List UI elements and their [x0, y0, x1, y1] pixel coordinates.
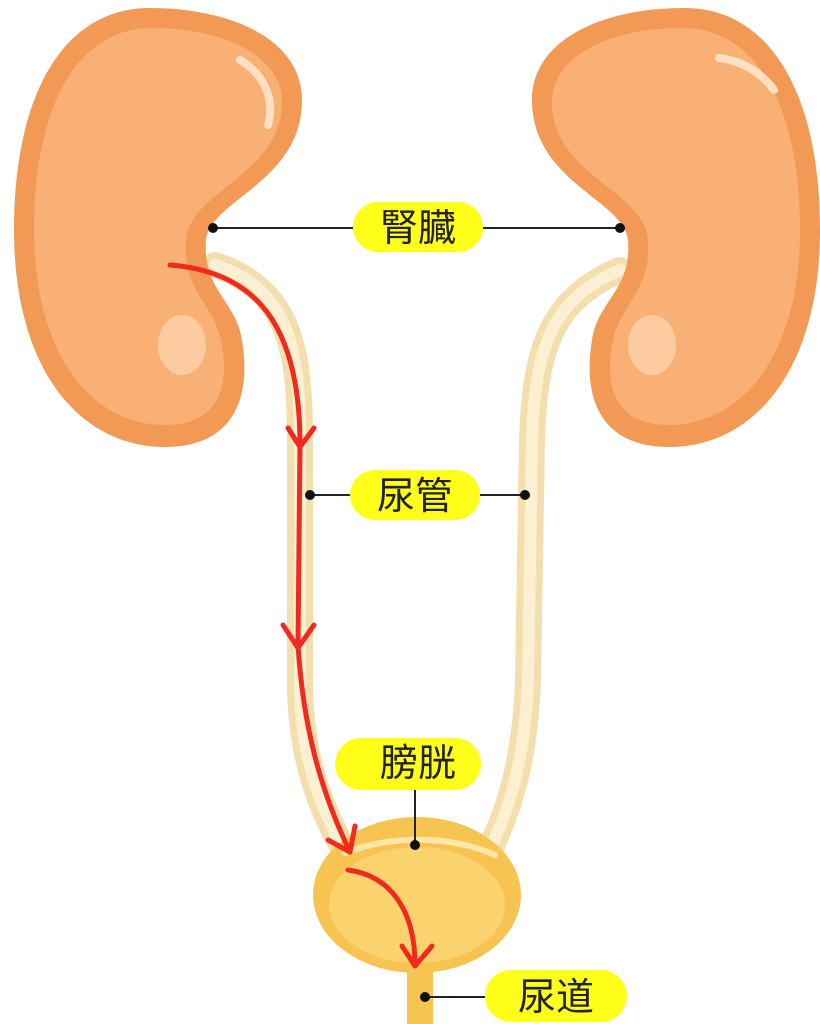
label-bladder-text: 膀胱 — [380, 741, 456, 785]
kidney-right — [532, 8, 820, 447]
flow-arrow-bladder — [345, 867, 418, 968]
label-urethra: 尿道 — [485, 970, 627, 1022]
ureter-right — [472, 257, 633, 873]
leader-lines — [208, 223, 625, 1002]
arrowhead-3 — [325, 823, 358, 855]
label-kidney: 腎臓 — [353, 202, 483, 252]
arrowhead-1 — [285, 425, 317, 450]
kidney-left — [14, 8, 302, 447]
arrowhead-4 — [399, 943, 435, 969]
label-ureter-text: 尿管 — [377, 474, 453, 518]
label-bladder: 膀胱 — [335, 738, 481, 790]
arrowhead-2 — [280, 622, 317, 651]
label-ureter: 尿管 — [350, 470, 480, 520]
urine-flow-arrows — [167, 262, 435, 969]
label-kidney-text: 腎臓 — [380, 206, 456, 250]
label-urethra-text: 尿道 — [518, 975, 594, 1019]
